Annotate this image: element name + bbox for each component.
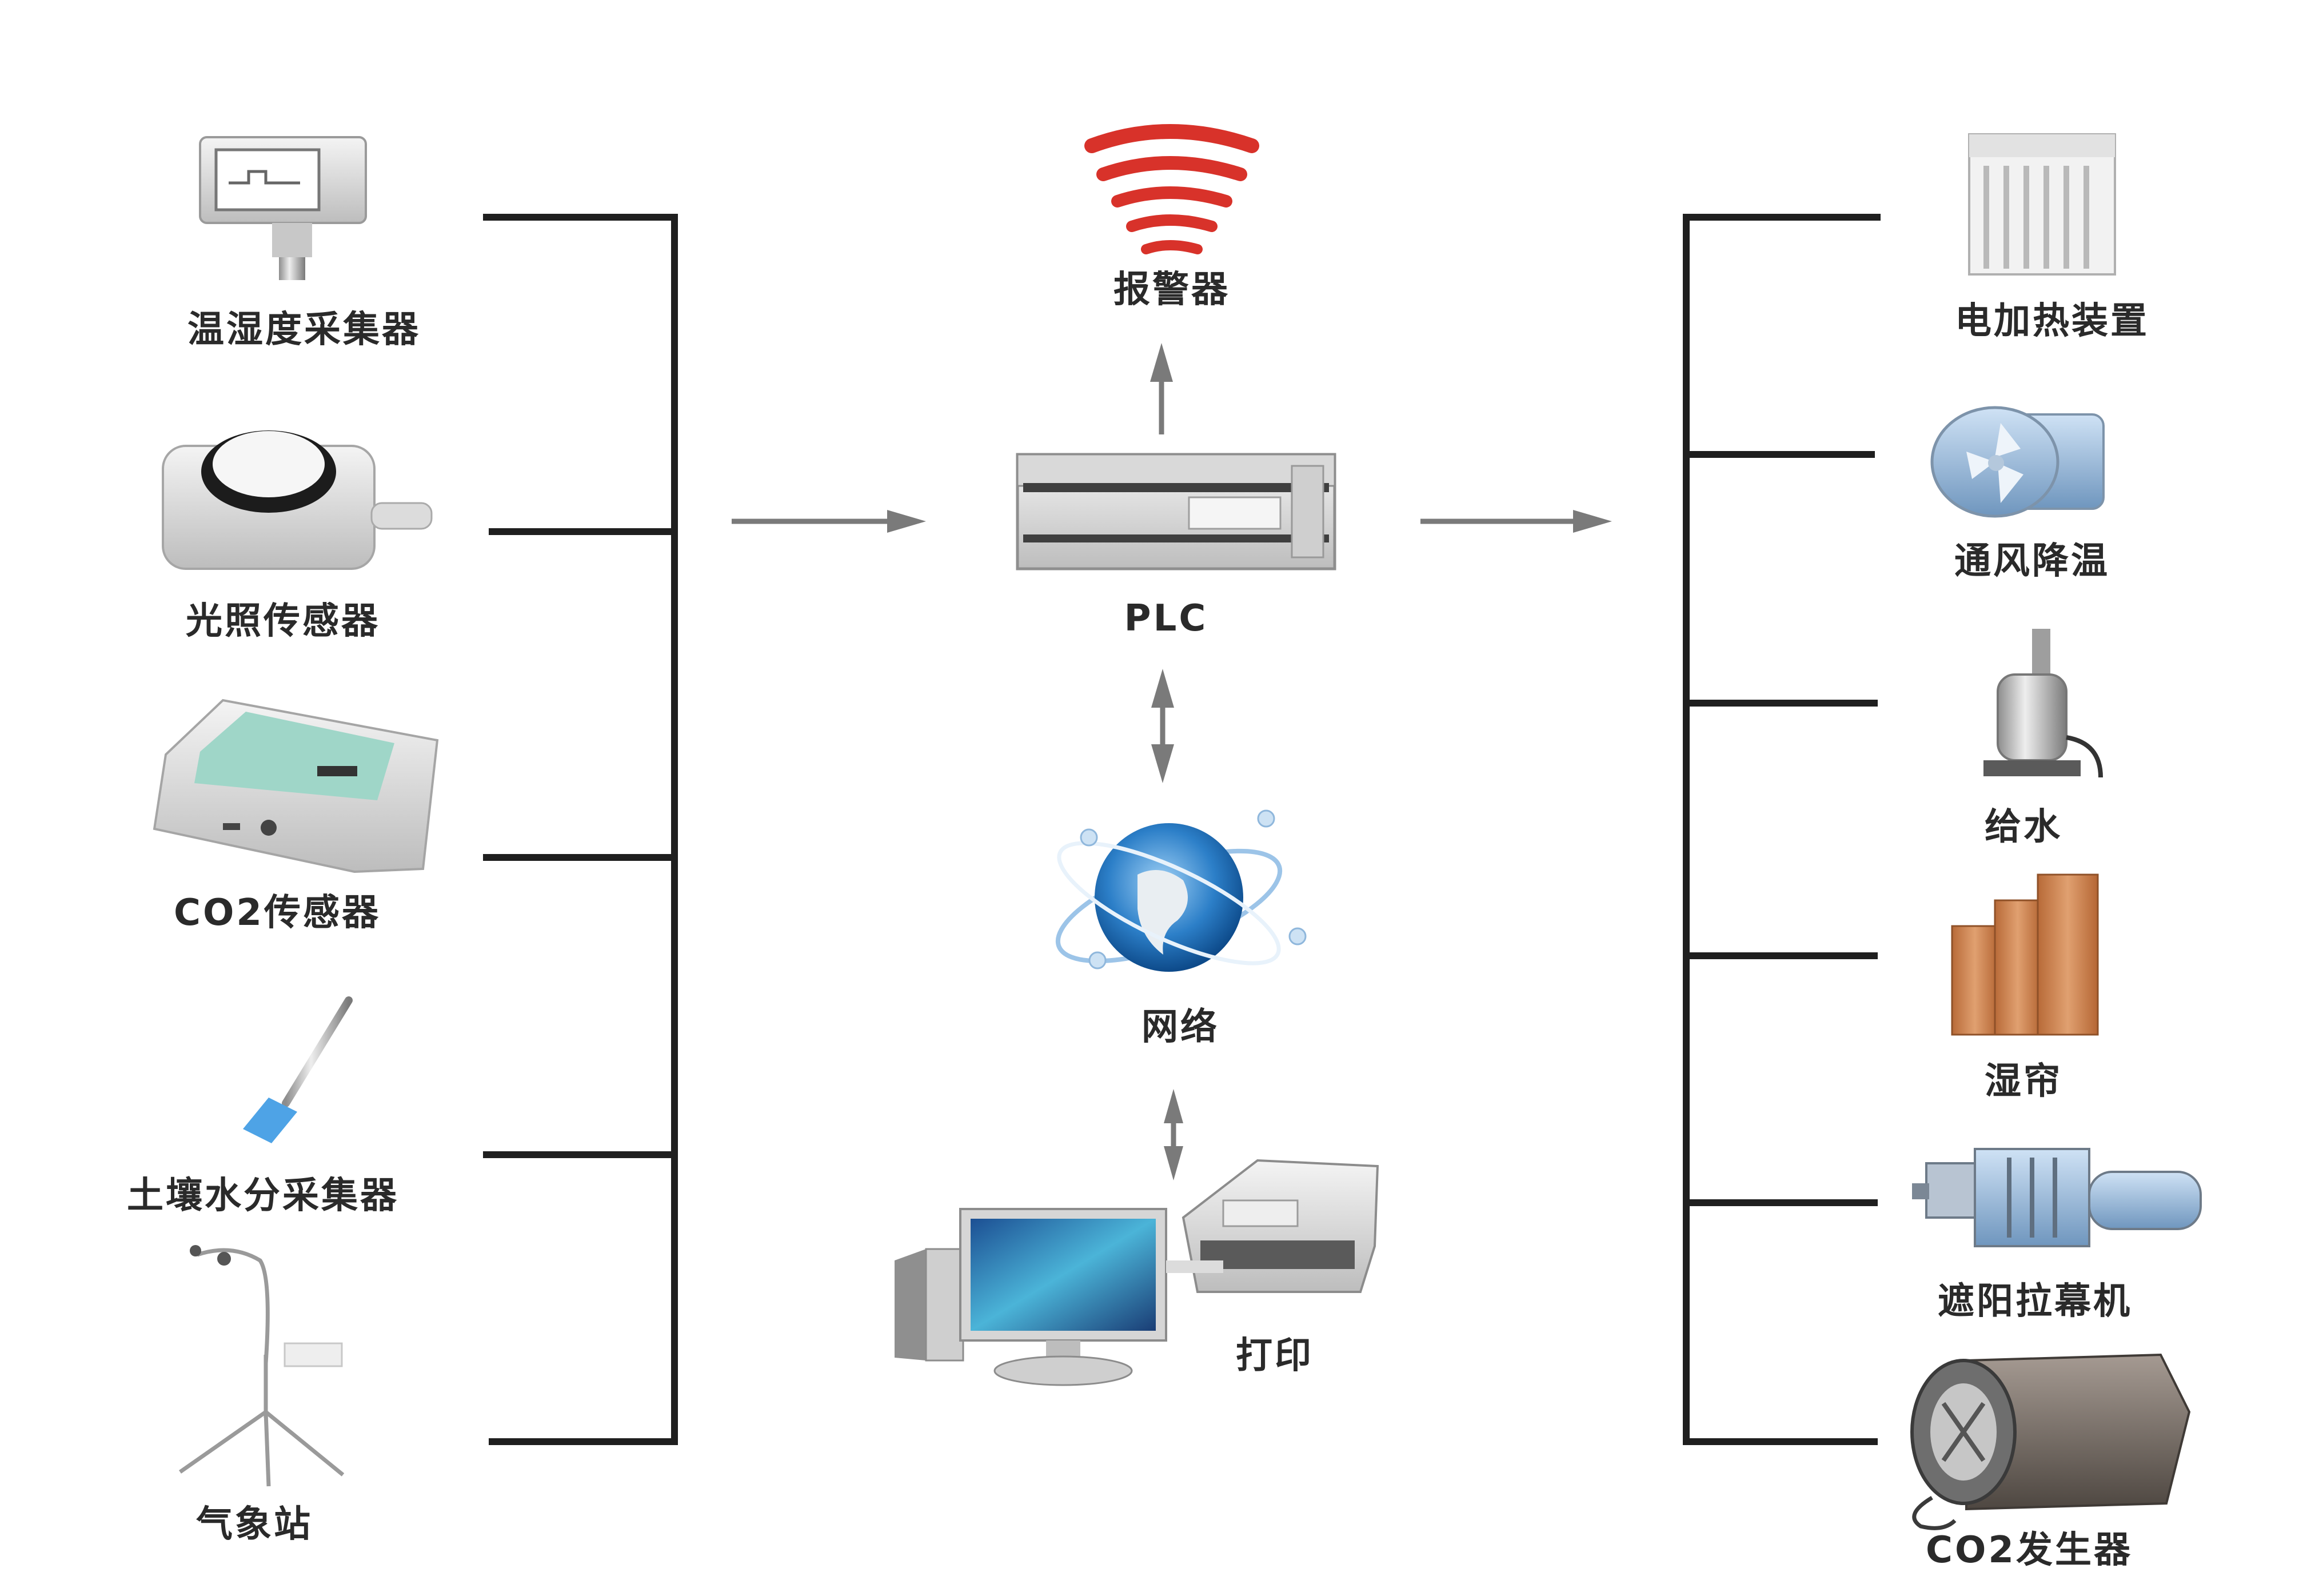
sensor-label-soil-moisture: 土壤水分采集器: [127, 1175, 399, 1217]
soil-moisture-probe-icon: [243, 996, 353, 1143]
wet-curtain-icon: [1951, 873, 2099, 1036]
actuator-label-wet-curtain: 湿帘: [1985, 1060, 2062, 1103]
globe-network-icon: [1055, 809, 1307, 972]
sensor-label-temperature-humidity: 温湿度采集器: [187, 309, 421, 351]
alarm-signal-icon: [1084, 124, 1259, 254]
weather-station-icon: [178, 1245, 345, 1487]
plc-controller-icon: [1016, 453, 1336, 570]
actuator-label-co2-generator: CO2发生器: [1926, 1529, 2133, 1571]
actuator-label-electric-heater: 电加热装置: [1955, 300, 2149, 342]
actuator-bracket: [1683, 214, 1881, 1445]
ventilation-fan-icon: [1930, 406, 2105, 518]
arrow-network-print: [1164, 1089, 1183, 1180]
flow-arrows: [732, 343, 1612, 1180]
sensor-label-weather-station: 气象站: [196, 1503, 313, 1546]
alarm-label: 报警器: [1113, 269, 1230, 311]
actuator-label-water-supply: 给水: [1985, 806, 2062, 848]
plc-label: PLC: [1124, 597, 1208, 640]
temperature-humidity-collector-icon: [199, 136, 367, 280]
sensor-bracket: [483, 214, 678, 1445]
light-sensor-icon: [162, 430, 433, 570]
electric-heater-icon: [1968, 133, 2116, 276]
shade-motor-icon: [1912, 1148, 2202, 1247]
network-label: 网络: [1141, 1006, 1219, 1048]
water-pump-icon: [1983, 629, 2103, 778]
computer-printer-icon: [895, 1159, 1379, 1386]
sensor-label-light: 光照传感器: [186, 600, 380, 643]
sensor-label-co2: CO2传感器: [174, 892, 381, 934]
co2-sensor-icon: [153, 699, 439, 873]
co2-generator-icon: [1910, 1353, 2191, 1530]
actuator-label-shade-motor: 遮阳拉幕机: [1938, 1280, 2132, 1323]
arrow-plc-network: [1151, 669, 1174, 783]
print-label: 打印: [1236, 1335, 1314, 1377]
arrow-sensors-to-plc: [732, 510, 926, 533]
arrow-plc-to-alarm: [1150, 343, 1173, 434]
actuator-label-ventilation: 通风降温: [1954, 540, 2110, 582]
arrow-plc-to-actuators: [1420, 510, 1612, 533]
